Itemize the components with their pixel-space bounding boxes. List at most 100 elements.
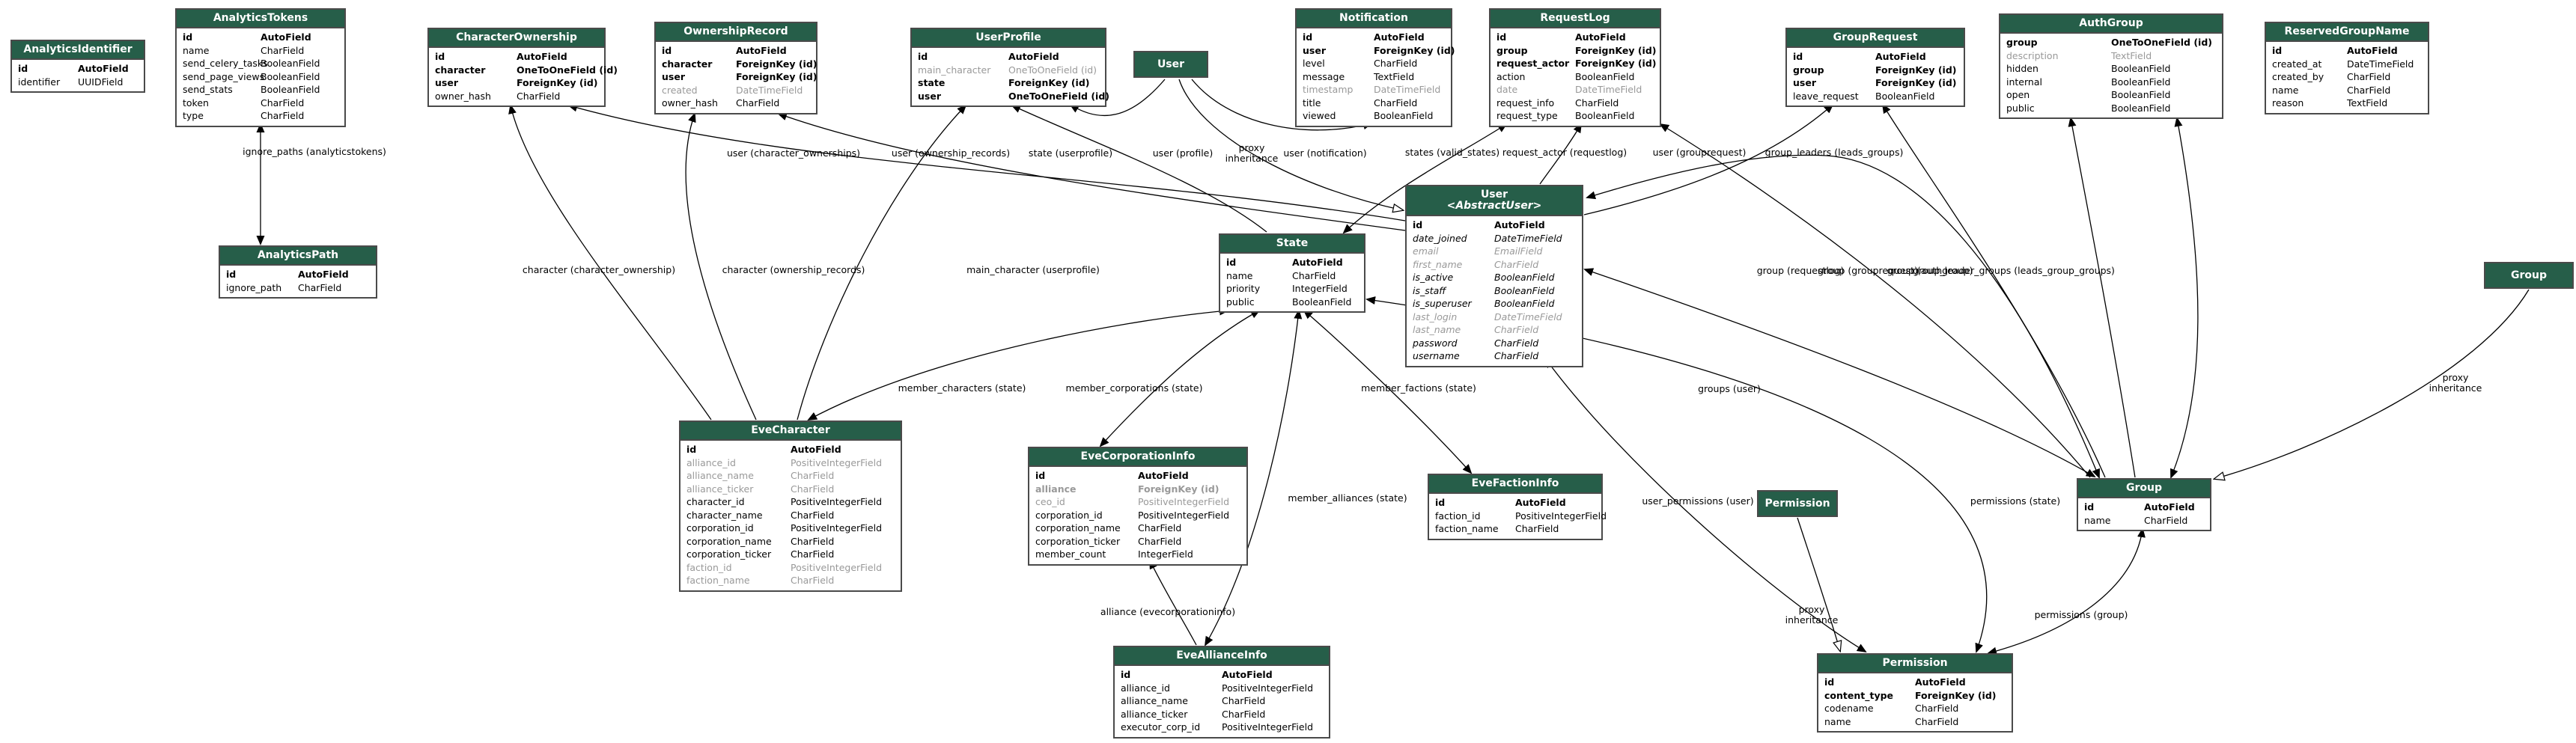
entity-header: RequestLog bbox=[1491, 10, 1660, 28]
field-name: send_celery_tasks bbox=[183, 58, 268, 69]
field-type: EmailField bbox=[1494, 245, 1543, 257]
field-type: BooleanField bbox=[1575, 110, 1635, 121]
field-name: internal bbox=[2006, 76, 2042, 88]
field-type: CharField bbox=[517, 90, 561, 102]
field-type: BooleanField bbox=[261, 58, 320, 69]
field-name: request_info bbox=[1496, 97, 1555, 108]
entity-title: State bbox=[1276, 237, 1309, 249]
field-type: DateTimeField bbox=[2347, 58, 2414, 70]
field-type: AutoField bbox=[517, 51, 567, 62]
field-name: message bbox=[1303, 70, 1345, 82]
edge-label: user (character_ownerships) bbox=[726, 147, 861, 159]
field-type: BooleanField bbox=[1875, 90, 1935, 102]
edge-state-validstates bbox=[1342, 123, 1508, 234]
field-type: AutoField bbox=[298, 269, 349, 280]
field-name: send_page_views bbox=[183, 70, 265, 82]
edge-group-authgroup bbox=[2068, 117, 2136, 478]
edge-label: permissions (group) bbox=[2034, 609, 2128, 620]
field-name: corporation_name bbox=[686, 535, 772, 547]
edge-label: proxy inheritance bbox=[1225, 142, 1279, 164]
field-name: id bbox=[226, 269, 237, 280]
field-type: ForeignKey (id) bbox=[1575, 44, 1657, 56]
field-name: executor_corp_id bbox=[1121, 721, 1201, 733]
edge-label: member_factions (state) bbox=[1361, 382, 1476, 394]
field-type: BooleanField bbox=[1494, 272, 1555, 283]
field-name: is_superuser bbox=[1413, 298, 1472, 309]
field-name: alliance_name bbox=[686, 470, 754, 481]
field-type: AutoField bbox=[1222, 669, 1273, 680]
edge-label: alliance (evecorporationinfo) bbox=[1100, 606, 1236, 617]
field-name: faction_id bbox=[686, 561, 732, 573]
field-type: CharField bbox=[1138, 535, 1182, 547]
entity-header: AuthGroup bbox=[2000, 15, 2222, 34]
entity-title: EveCorporationInfo bbox=[1080, 450, 1196, 462]
field-name: character_id bbox=[686, 496, 745, 507]
field-type: CharField bbox=[2347, 84, 2391, 96]
edge-evecharacter-state-members bbox=[807, 307, 1229, 421]
edge-label: request_actor (requestlog) bbox=[1502, 147, 1627, 158]
entity-title: AuthGroup bbox=[2079, 17, 2143, 29]
field-type: CharField bbox=[791, 548, 835, 560]
field-type: AutoField bbox=[1008, 51, 1059, 62]
field-type: IntegerField bbox=[1292, 283, 1348, 294]
field-type: CharField bbox=[791, 470, 835, 481]
edge-user-ownershiprecord bbox=[777, 112, 1406, 231]
field-type: BooleanField bbox=[2111, 102, 2171, 114]
field-name: date bbox=[1496, 84, 1518, 95]
entity-header: UserProfile bbox=[912, 29, 1105, 48]
field-name: user bbox=[662, 71, 685, 82]
field-name: id bbox=[1824, 676, 1835, 688]
edge-label: states (valid_states) bbox=[1404, 147, 1500, 158]
field-type: AutoField bbox=[78, 63, 129, 74]
field-name: request_actor bbox=[1496, 58, 1570, 69]
field-type: TextField bbox=[2111, 49, 2152, 61]
field-row: faction_id PositiveIntegerField bbox=[686, 561, 895, 575]
field-name: created_at bbox=[2272, 58, 2322, 70]
edge-group-permission-permissions bbox=[1987, 528, 2146, 655]
field-name: faction_name bbox=[1435, 523, 1499, 534]
field-type: CharField bbox=[1222, 708, 1266, 720]
entity-title: AnalyticsIdentifier bbox=[23, 43, 133, 55]
field-type: OneToOneField (id) bbox=[2111, 37, 2213, 48]
entity-header: AnalyticsTokens bbox=[177, 10, 344, 28]
field-name: email bbox=[1413, 245, 1439, 257]
field-type: ForeignKey (id) bbox=[1138, 483, 1220, 495]
edge-label: character (ownership_records) bbox=[722, 264, 865, 275]
entity-title: Notification bbox=[1339, 12, 1409, 24]
field-type: CharField bbox=[1494, 258, 1539, 270]
field-type: PositiveIntegerField bbox=[791, 561, 883, 573]
entity-title: EveAllianceInfo bbox=[1176, 649, 1267, 661]
